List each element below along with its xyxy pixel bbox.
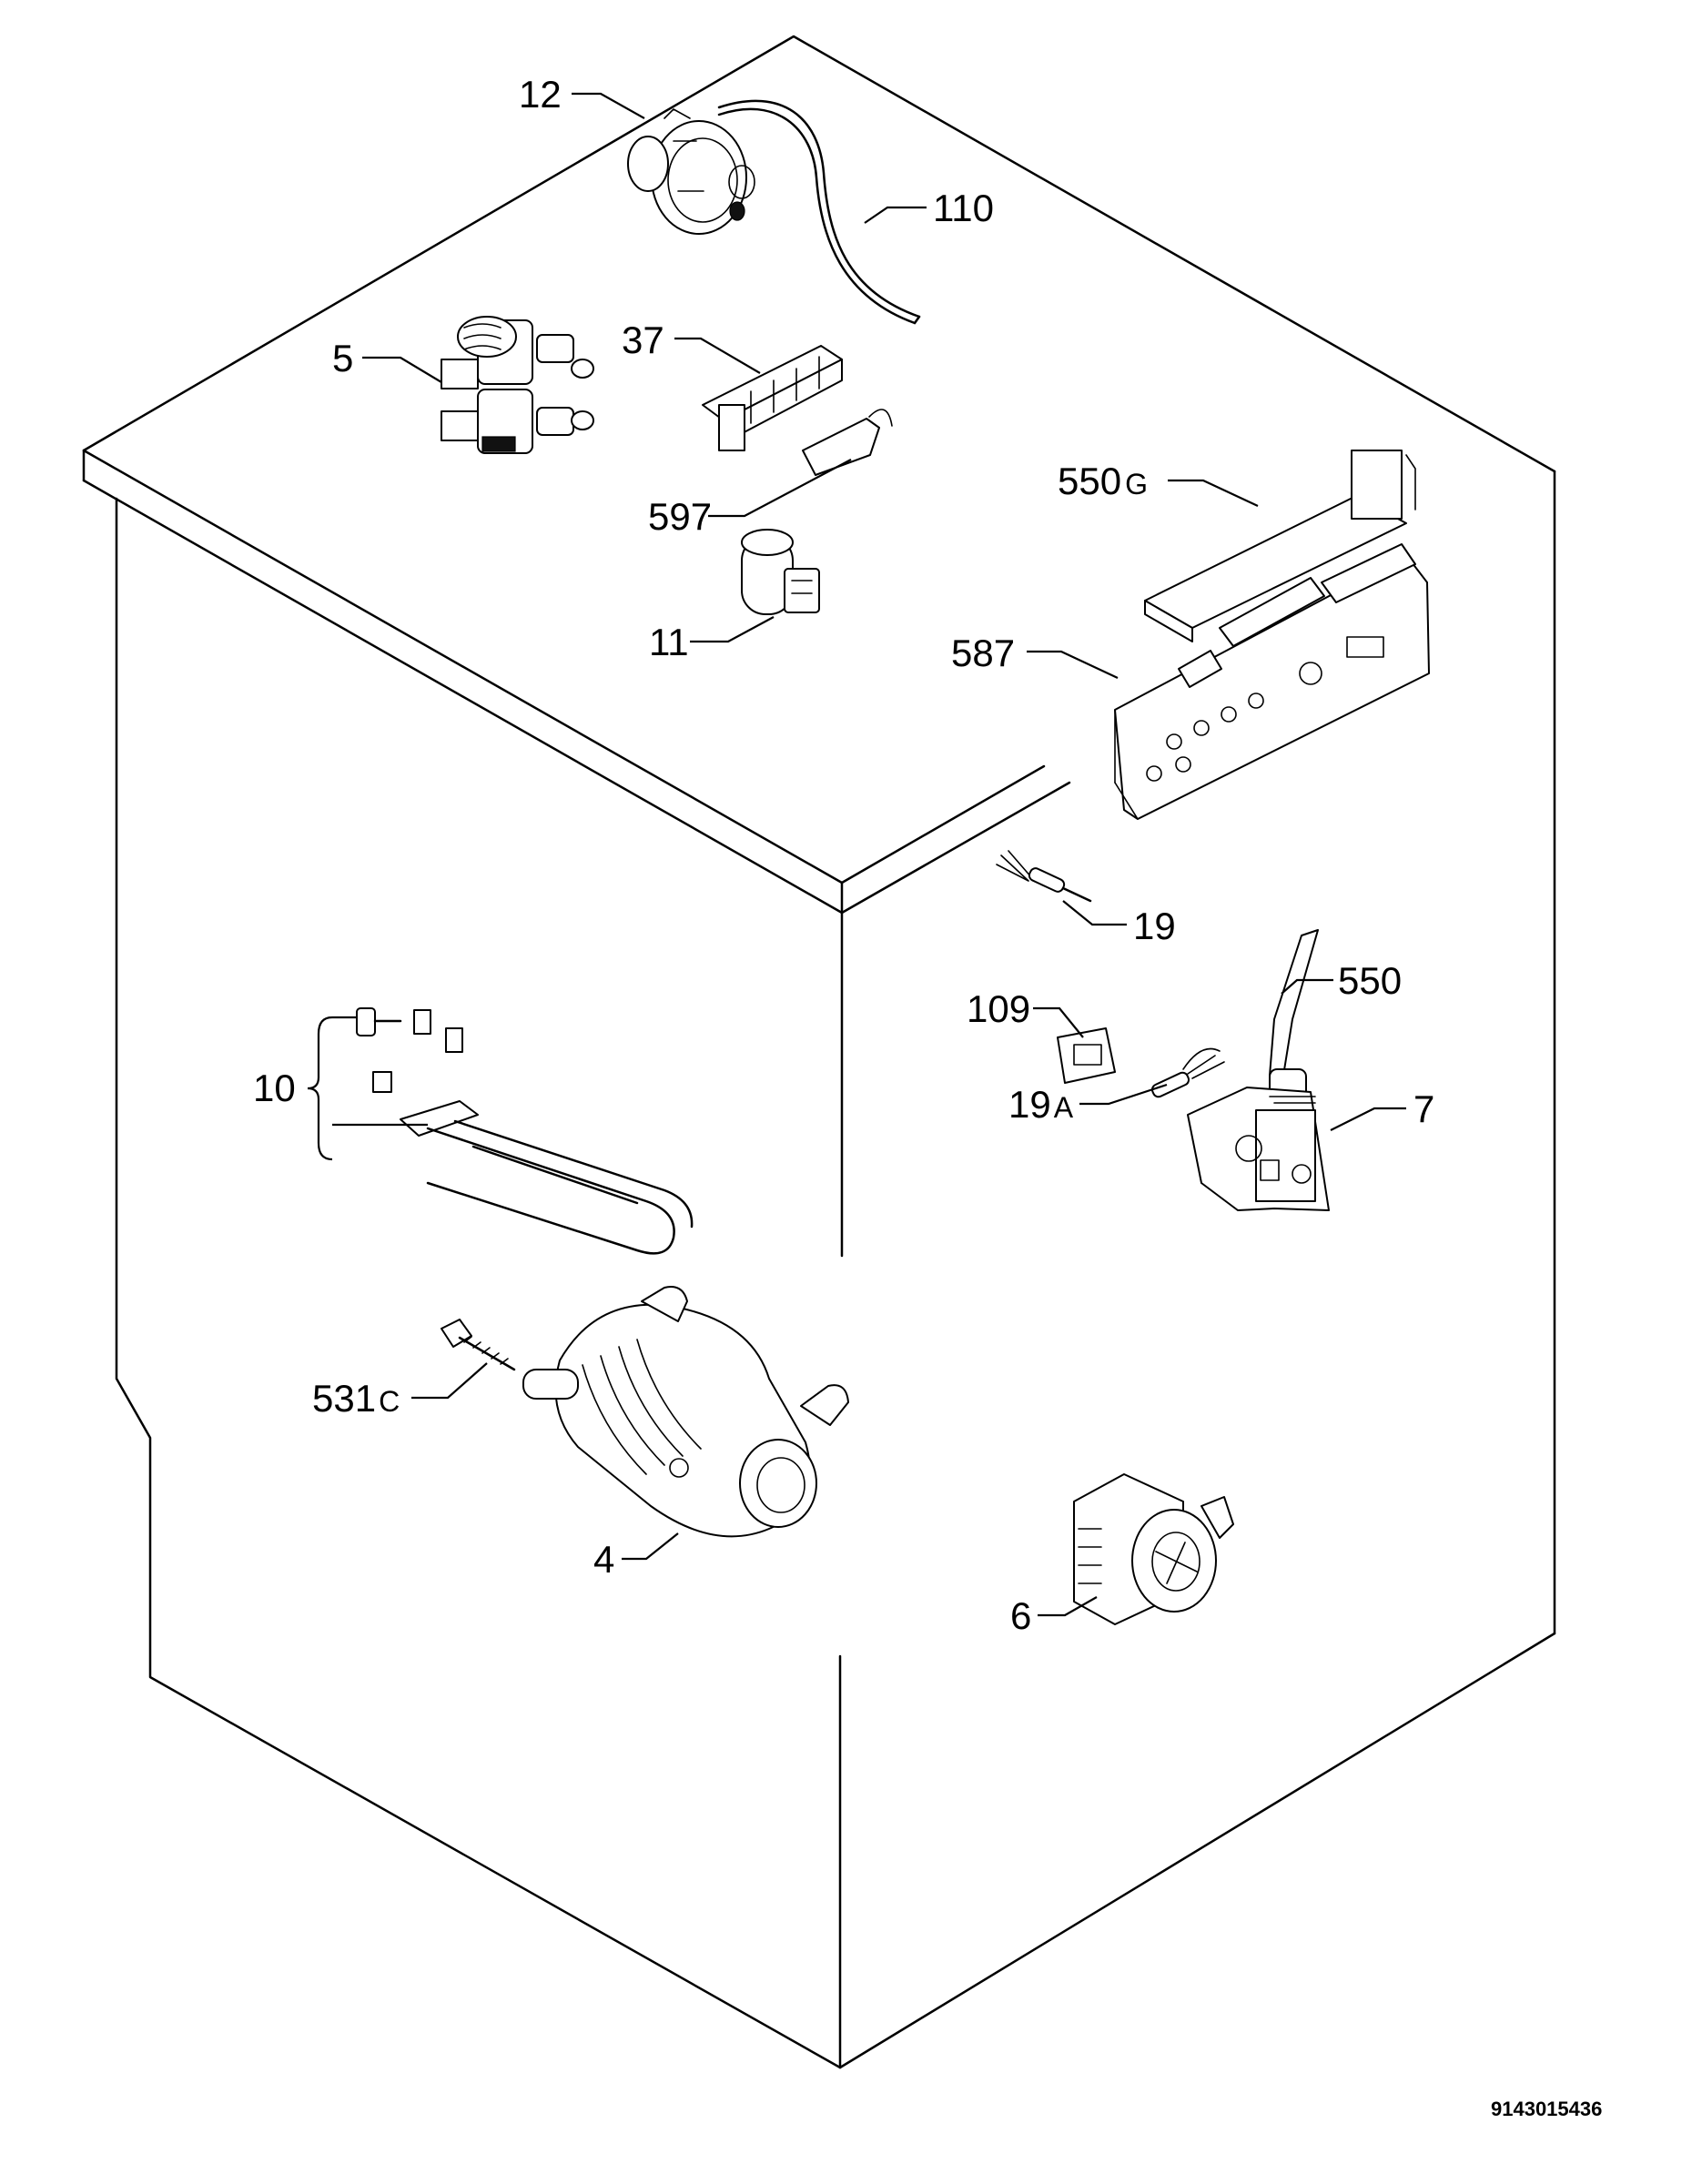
callout-6: 6 xyxy=(1010,1594,1031,1637)
callout-19a: 19A xyxy=(1008,1083,1074,1126)
part-587-control-board xyxy=(1114,543,1430,820)
callout-5: 5 xyxy=(332,337,353,379)
part-19a-sensor xyxy=(1150,1047,1225,1098)
part-10-heater xyxy=(356,1007,694,1255)
callout-109: 109 xyxy=(967,987,1030,1030)
part-550-lever xyxy=(1269,929,1319,1111)
callout-550: 550 xyxy=(1338,959,1402,1002)
callout-531c: 531C xyxy=(312,1377,400,1420)
callout-597: 597 xyxy=(648,495,712,538)
part-5-water-valve xyxy=(441,316,594,454)
callout-587: 587 xyxy=(951,632,1015,674)
part-6-selector xyxy=(1073,1473,1234,1625)
cabinet-outline xyxy=(82,35,1556,2069)
leader-lines xyxy=(307,92,1406,1617)
callout-37: 37 xyxy=(622,318,664,361)
part-110-hose xyxy=(717,99,921,325)
part-109-bracket xyxy=(1057,1027,1116,1084)
callout-12: 12 xyxy=(519,73,562,116)
callout-10: 10 xyxy=(253,1067,296,1109)
document-number: 9143015436 xyxy=(1491,2098,1602,2120)
part-12-pressure-switch xyxy=(627,108,755,235)
callout-11: 11 xyxy=(649,621,689,663)
callout-19: 19 xyxy=(1133,905,1176,947)
part-531c-bolt xyxy=(441,1319,516,1371)
part-4-drain-pump xyxy=(522,1286,849,1538)
callout-7: 7 xyxy=(1413,1087,1434,1130)
part-11-capacitor xyxy=(741,529,820,615)
part-7-door-lock xyxy=(1187,1087,1330,1211)
callout-4: 4 xyxy=(593,1538,614,1581)
part-19-sensor xyxy=(996,850,1092,903)
callout-110: 110 xyxy=(933,187,994,229)
part-597-clip xyxy=(802,409,893,476)
part-550g-cover xyxy=(1144,450,1416,642)
part-37-terminal-block xyxy=(702,345,843,451)
